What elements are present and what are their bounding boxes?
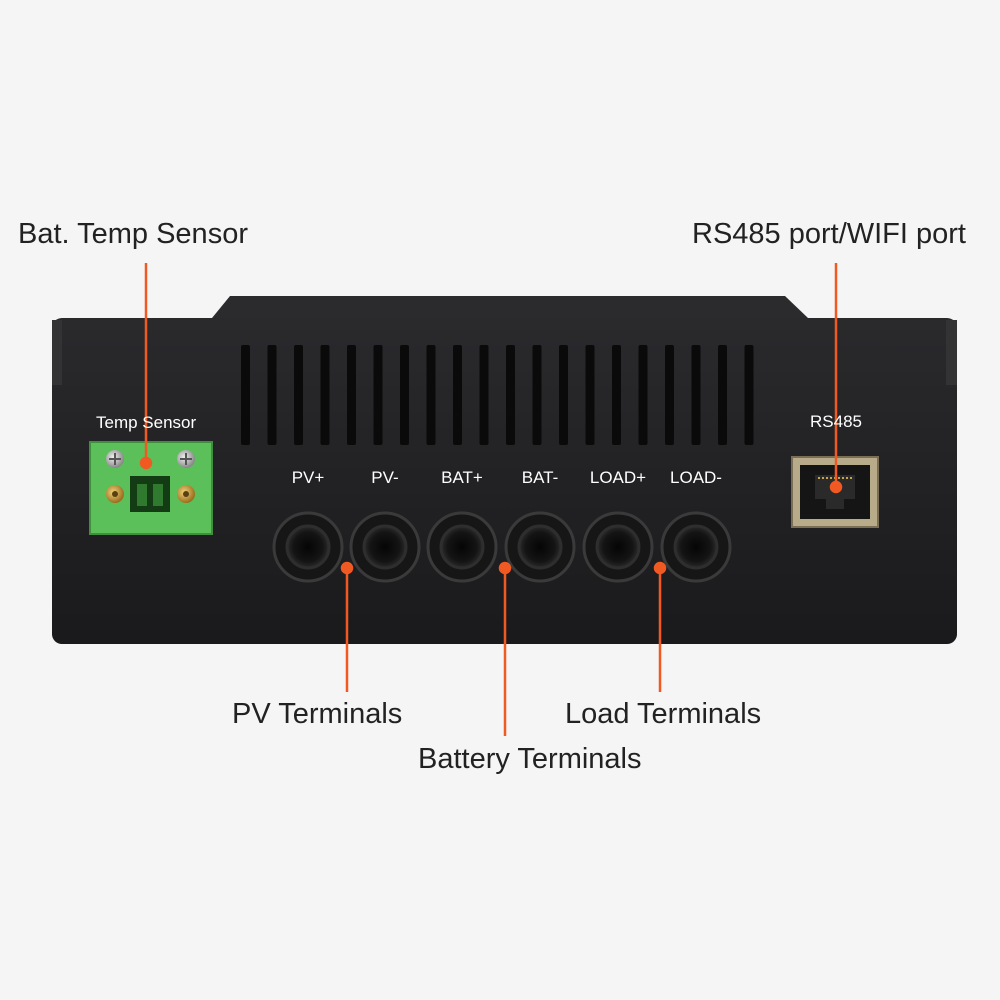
terminal-hole bbox=[660, 511, 732, 583]
terminal-label: LOAD- bbox=[670, 468, 722, 487]
terminal-label: BAT+ bbox=[441, 468, 483, 487]
vent-slot bbox=[479, 345, 489, 445]
device-side-left bbox=[52, 320, 62, 385]
leader-lines bbox=[139, 263, 843, 736]
leader-dot-battery bbox=[498, 561, 512, 575]
vent-slot bbox=[347, 345, 356, 445]
vent-slot bbox=[373, 345, 383, 445]
vent-slot bbox=[506, 345, 515, 445]
vent-slot bbox=[585, 345, 595, 445]
terminal-label: LOAD+ bbox=[589, 468, 647, 487]
vent-slot bbox=[294, 345, 303, 445]
terminal-label: PV- bbox=[371, 468, 399, 487]
vent-slot bbox=[241, 345, 250, 445]
terminal-hole bbox=[426, 511, 498, 583]
vent-slot bbox=[744, 345, 754, 445]
leader-dot-rs485 bbox=[829, 480, 843, 494]
terminal-hole bbox=[272, 511, 344, 583]
terminal-label: BAT- bbox=[521, 468, 559, 487]
vent-slot bbox=[612, 345, 621, 445]
vent-slot bbox=[665, 345, 674, 445]
vent-slot bbox=[320, 345, 330, 445]
leader-dot-pv bbox=[340, 561, 354, 575]
vent-slot bbox=[638, 345, 648, 445]
vent-slot bbox=[267, 345, 277, 445]
device-top-lip bbox=[212, 296, 808, 318]
callout-battery-terminals: Battery Terminals bbox=[418, 743, 642, 775]
temp-sensor-panel-label: Temp Sensor bbox=[96, 413, 197, 432]
callout-rs485: RS485 port/WIFI port bbox=[692, 218, 966, 250]
vent-slot bbox=[400, 345, 409, 445]
terminal-holes bbox=[272, 511, 732, 583]
vent-slot bbox=[718, 345, 727, 445]
terminal-hole bbox=[504, 511, 576, 583]
rs485-panel-label: RS485 bbox=[810, 412, 862, 431]
vent-slot bbox=[691, 345, 701, 445]
leader-dot-load bbox=[653, 561, 667, 575]
leader-dot-temp-sensor bbox=[139, 456, 153, 470]
temp-sensor-connector bbox=[89, 441, 213, 535]
vent-slot bbox=[532, 345, 542, 445]
vent-slot bbox=[453, 345, 462, 445]
vent-slots bbox=[241, 345, 754, 445]
callout-pv-terminals: PV Terminals bbox=[232, 698, 403, 730]
vent-slot bbox=[426, 345, 436, 445]
terminal-hole bbox=[582, 511, 654, 583]
vent-slot bbox=[559, 345, 568, 445]
device-side-right bbox=[946, 320, 957, 385]
callout-load-terminals: Load Terminals bbox=[565, 698, 762, 730]
terminal-hole bbox=[349, 511, 421, 583]
terminal-label: PV+ bbox=[291, 468, 325, 487]
callout-temp-sensor: Bat. Temp Sensor bbox=[18, 218, 248, 250]
